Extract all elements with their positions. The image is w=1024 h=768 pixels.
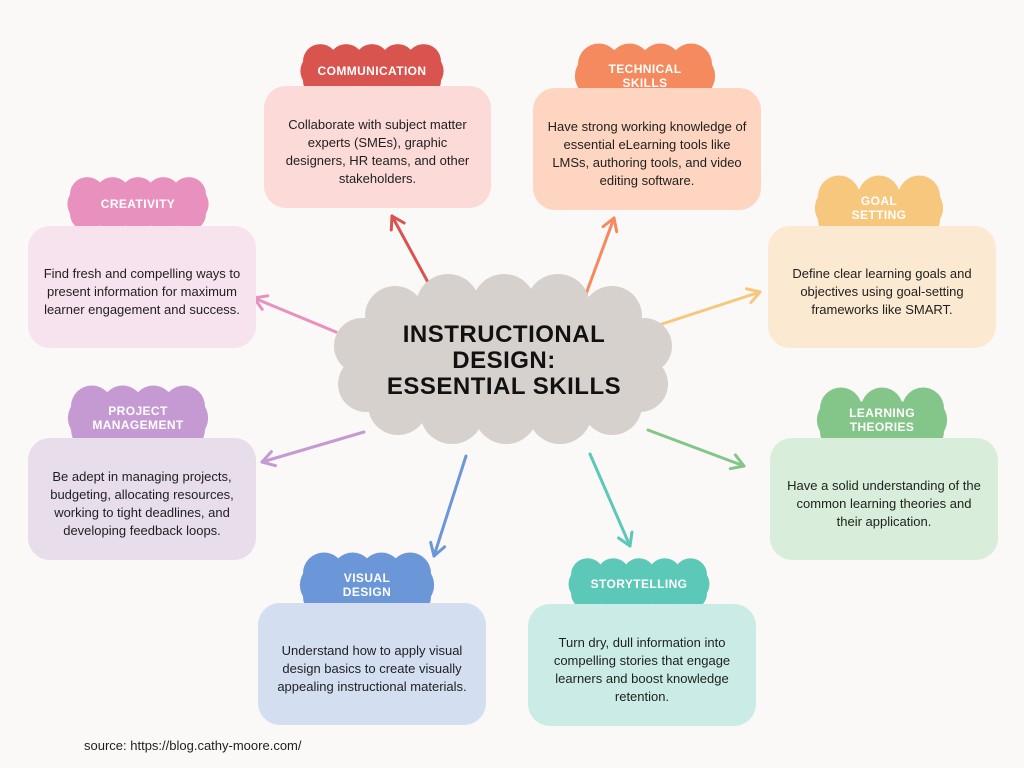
connector-arrows [252, 214, 762, 558]
goal-setting-label-line-2: SETTING [851, 208, 907, 222]
visual-design-description: Understand how to apply visual design ba… [277, 643, 467, 694]
technical-label-cloud [574, 43, 716, 109]
communication-label: COMMUNICATION [303, 64, 441, 78]
creativity-arrow [252, 294, 338, 334]
goal-setting-label: GOAL SETTING [818, 194, 940, 222]
communication-arrow [389, 214, 432, 288]
center-cloud [334, 274, 672, 444]
project-management-label-line-2: MANAGEMENT [92, 418, 184, 432]
visual-design-label-line-2: DESIGN [342, 585, 392, 599]
creativity-card: Find fresh and compelling ways to presen… [28, 226, 256, 348]
center-title-line-2: DESIGN: [452, 347, 556, 374]
center-title-line-3: ESSENTIAL SKILLS [386, 373, 622, 400]
project-management-label-line-1: PROJECT [108, 404, 168, 418]
creativity-description: Find fresh and compelling ways to presen… [43, 266, 241, 317]
project-management-label: PROJECT MANAGEMENT [71, 404, 205, 432]
visual-design-label: VISUAL DESIGN [303, 571, 431, 599]
storytelling-label: STORYTELLING [571, 577, 707, 591]
visual-arrow [429, 454, 468, 558]
learning-arrow [646, 428, 746, 471]
visual-design-card: Understand how to apply visual design ba… [258, 603, 486, 725]
learning-theories-label-line-2: THEORIES [849, 420, 915, 434]
storytelling-arrow [588, 452, 634, 548]
storytelling-label-line-1: STORYTELLING [590, 577, 688, 591]
learning-theories-label: LEARNING THEORIES [820, 406, 944, 434]
source-credit: source: https://blog.cathy-moore.com/ [84, 738, 302, 753]
project-arrow [260, 430, 366, 468]
project-label-cloud [67, 385, 209, 451]
storytelling-card: Turn dry, dull information into compelli… [528, 604, 756, 726]
communication-card: Collaborate with subject matter experts … [264, 86, 491, 208]
learning-theories-label-line-1: LEARNING [849, 406, 915, 420]
technical-skills-label-line-2: SKILLS [622, 76, 668, 90]
technical-skills-label-line-1: TECHNICAL [608, 62, 682, 76]
learning-theories-card: Have a solid understanding of the common… [770, 438, 998, 560]
center-title: INSTRUCTIONAL DESIGN: ESSENTIAL SKILLS [350, 322, 658, 400]
goal-setting-description: Define clear learning goals and objectiv… [792, 266, 972, 317]
technical-skills-card: Have strong working knowledge of essenti… [533, 88, 761, 210]
creativity-label: CREATIVITY [70, 197, 206, 211]
communication-label-line-1: COMMUNICATION [317, 64, 427, 78]
project-management-card: Be adept in managing projects, budgeting… [28, 438, 256, 560]
goal-setting-card: Define clear learning goals and objectiv… [768, 226, 996, 348]
technical-skills-description: Have strong working knowledge of essenti… [547, 119, 747, 188]
communication-description: Collaborate with subject matter experts … [285, 117, 470, 186]
visual-design-label-line-1: VISUAL [343, 571, 391, 585]
center-title-line-1: INSTRUCTIONAL [402, 321, 606, 348]
storytelling-label-cloud [568, 558, 710, 610]
goal-setting-label-line-1: GOAL [860, 194, 898, 208]
creativity-label-cloud [67, 177, 209, 231]
storytelling-description: Turn dry, dull information into compelli… [553, 635, 731, 704]
creativity-label-line-1: CREATIVITY [100, 197, 176, 211]
learning-theories-description: Have a solid understanding of the common… [787, 478, 981, 529]
goal-arrow [660, 287, 762, 326]
project-management-description: Be adept in managing projects, budgeting… [50, 469, 234, 538]
technical-skills-label: TECHNICAL SKILLS [578, 62, 712, 90]
technical-arrow [584, 216, 619, 296]
